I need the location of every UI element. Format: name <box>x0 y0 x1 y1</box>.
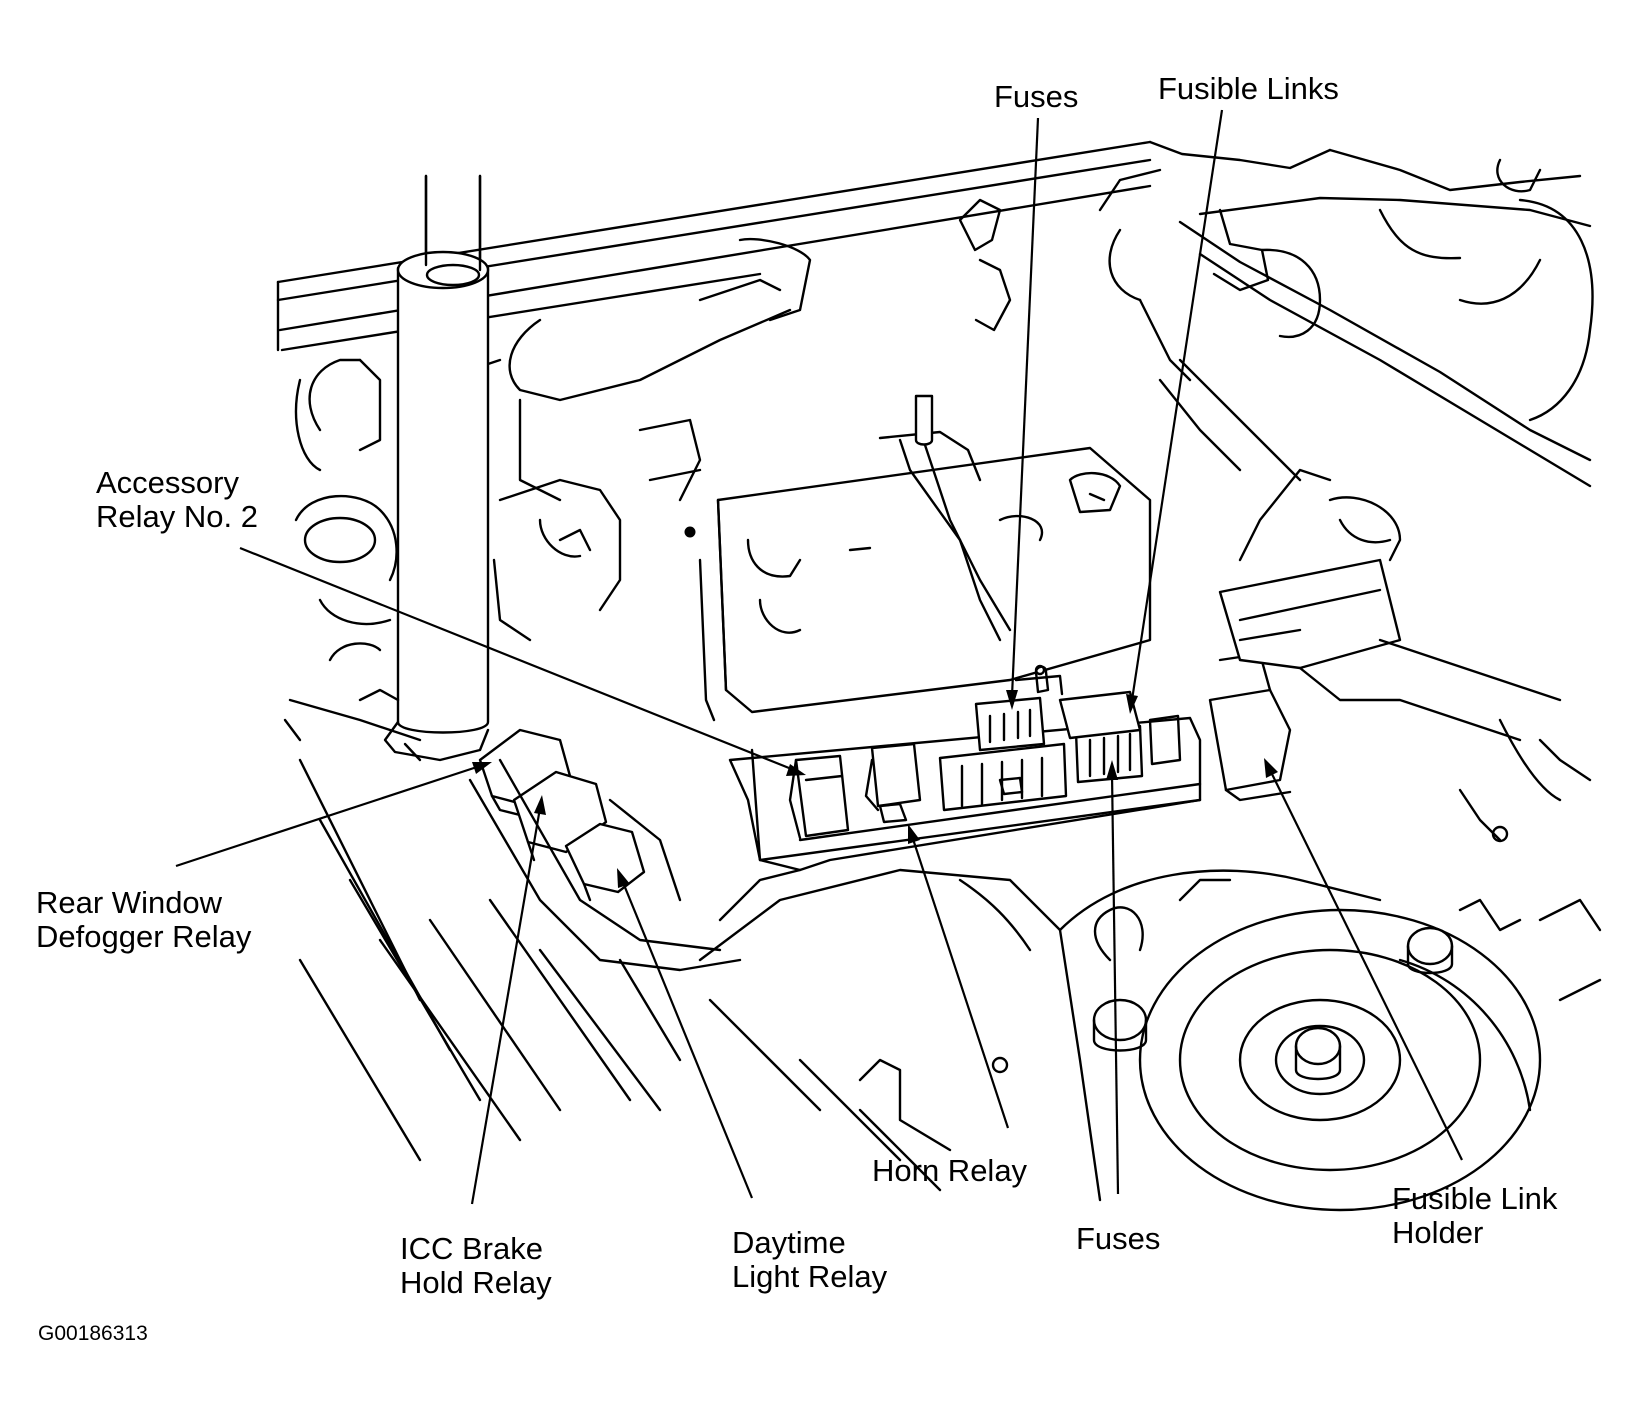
lower-misc <box>718 868 1009 1152</box>
label-horn-relay: Horn Relay <box>872 1153 1028 1188</box>
label-icc-brake-hold-relay: ICC Brake Hold Relay <box>400 1232 552 1300</box>
left-fender-area <box>283 478 622 742</box>
lower-hatching <box>298 758 942 1192</box>
label-rear-window-line1: Rear Window <box>36 885 223 920</box>
fusible-link-holder-area <box>1158 358 1592 843</box>
label-daytime-light-relay: Daytime Light Relay <box>732 1226 887 1294</box>
center-box <box>638 394 1152 722</box>
label-fuses-bottom: Fuses <box>1076 1221 1161 1256</box>
label-fusible-links: Fusible Links <box>1158 71 1339 106</box>
label-accessory-relay-line1: Accessory <box>96 465 239 500</box>
left-relays <box>468 728 742 972</box>
strut-tower <box>698 868 1602 1212</box>
label-rear-window-line2: Defogger Relay <box>36 919 252 954</box>
figure-code: G00186313 <box>38 1322 148 1345</box>
vertical-pipe <box>383 174 490 762</box>
label-icc-brake-line2: Hold Relay <box>400 1265 552 1300</box>
label-icc-brake-line1: ICC Brake <box>400 1231 543 1266</box>
label-fusible-link-holder-line2: Holder <box>1392 1215 1484 1250</box>
label-accessory-relay: Accessory Relay No. 2 <box>96 466 258 534</box>
label-fuses-top: Fuses <box>994 79 1079 114</box>
label-daytime-line2: Light Relay <box>732 1259 888 1294</box>
label-fusible-link-holder-line1: Fusible Link <box>1392 1181 1558 1216</box>
label-fusible-link-holder: Fusible Link Holder <box>1392 1182 1557 1250</box>
relay-fuse-block <box>728 664 1202 872</box>
label-daytime-line1: Daytime <box>732 1225 846 1260</box>
label-rear-window-defogger-relay: Rear Window Defogger Relay <box>36 886 251 954</box>
leader-lines <box>175 109 1463 1205</box>
label-accessory-relay-line2: Relay No. 2 <box>96 499 258 534</box>
